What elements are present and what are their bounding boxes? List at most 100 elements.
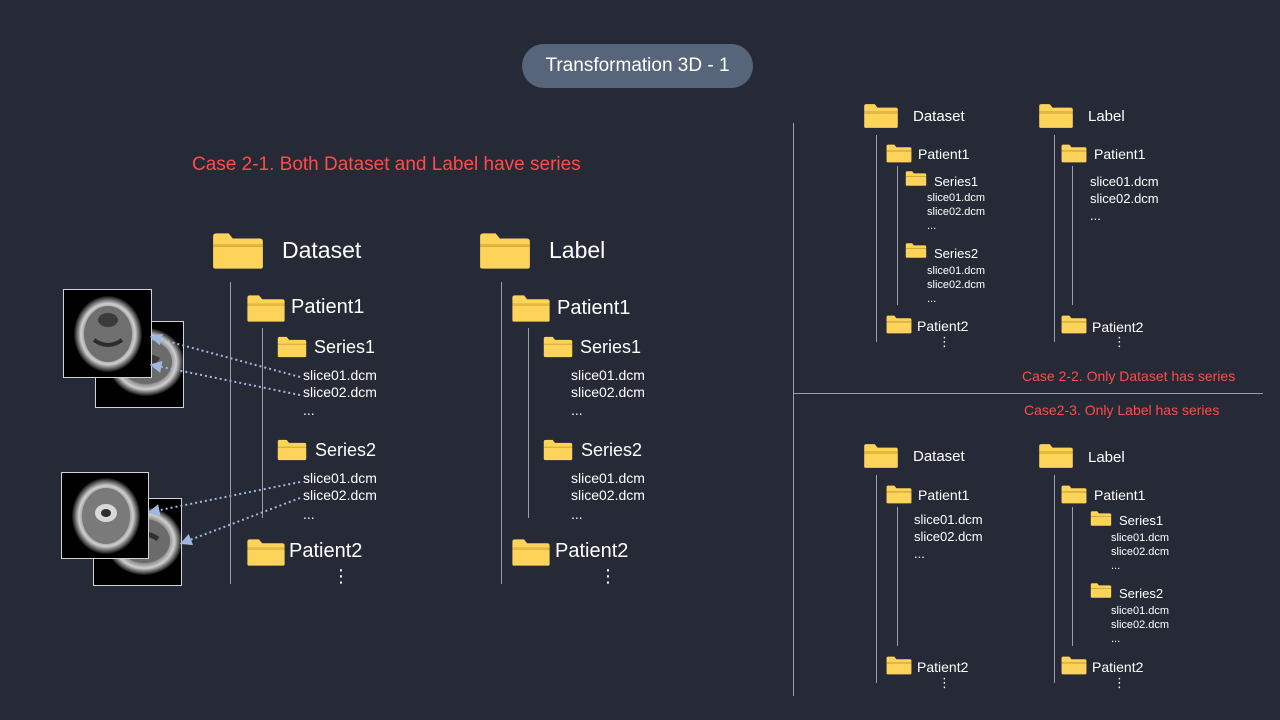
- series1-label: Series1: [934, 174, 979, 189]
- file-item: slice01.dcm: [927, 192, 986, 204]
- file-item: slice01.dcm: [303, 367, 377, 383]
- more-indicator: ⋮: [938, 334, 951, 349]
- tree-line: [1054, 475, 1055, 683]
- patient1-label: Patient1: [1094, 146, 1146, 162]
- patient1-label: Patient1: [291, 296, 365, 318]
- dotted-arrow: [147, 481, 301, 517]
- folder-icon: [210, 230, 266, 272]
- tree-line: [876, 475, 877, 683]
- patient2-label: Patient2: [1092, 319, 1144, 335]
- folder-icon: [1060, 314, 1088, 335]
- dataset-label: Dataset: [913, 108, 965, 125]
- tree-line: [1072, 507, 1073, 646]
- file-item: slice01.dcm: [303, 470, 377, 486]
- folder-icon: [885, 655, 913, 676]
- more-indicator: ⋮: [1113, 334, 1126, 349]
- case23-title: Case2-3. Only Label has series: [1024, 402, 1220, 418]
- case21-title: Case 2-1. Both Dataset and Label have se…: [192, 154, 581, 175]
- dataset-label: Dataset: [282, 237, 362, 263]
- tree-line: [1054, 135, 1055, 342]
- label-label: Label: [1088, 449, 1125, 466]
- file-item: slice02.dcm: [927, 206, 986, 218]
- file-item: slice02.dcm: [927, 279, 986, 291]
- file-item: slice01.dcm: [927, 265, 986, 277]
- label-label: Label: [549, 237, 606, 263]
- panel-divider: [793, 123, 794, 696]
- folder-icon: [862, 102, 900, 130]
- folder-icon: [276, 335, 308, 359]
- file-item: slice02.dcm: [303, 384, 377, 400]
- dotted-arrow: [149, 361, 301, 396]
- label-label: Label: [1088, 108, 1125, 125]
- case22-title: Case 2-2. Only Dataset has series: [1022, 368, 1236, 384]
- folder-icon: [245, 293, 287, 324]
- panel-divider: [793, 393, 1263, 394]
- folder-icon: [477, 230, 533, 272]
- file-item: slice02.dcm: [1111, 546, 1170, 558]
- file-item: slice01.dcm: [1090, 174, 1159, 189]
- patient2-label: Patient2: [917, 659, 969, 675]
- series1-label: Series1: [1119, 513, 1164, 528]
- file-item: slice01.dcm: [571, 470, 645, 486]
- series2-label: Series2: [581, 440, 643, 460]
- file-item: ...: [927, 293, 937, 305]
- title-pill: Transformation 3D - 1: [522, 44, 753, 88]
- folder-icon: [245, 537, 287, 568]
- folder-icon: [1060, 484, 1088, 505]
- folder-icon: [862, 442, 900, 470]
- tree-line: [230, 282, 231, 584]
- folder-icon: [904, 170, 928, 187]
- series2-label: Series2: [1119, 586, 1164, 601]
- patient1-label: Patient1: [557, 297, 631, 319]
- dotted-arrow: [149, 333, 301, 378]
- file-item: slice02.dcm: [1090, 191, 1159, 206]
- mri-slice-image: [63, 289, 152, 378]
- patient1-label: Patient1: [918, 146, 970, 162]
- file-item: slice02.dcm: [1111, 619, 1170, 631]
- file-item: ...: [914, 546, 925, 561]
- file-item: ...: [571, 402, 583, 418]
- series1-label: Series1: [314, 337, 376, 357]
- file-item: ...: [303, 402, 315, 418]
- folder-icon: [1037, 442, 1075, 470]
- file-item: ...: [1090, 208, 1101, 223]
- folder-icon: [276, 438, 308, 462]
- patient2-label: Patient2: [917, 318, 969, 334]
- file-item: ...: [1111, 560, 1121, 572]
- patient1-label: Patient1: [1094, 487, 1146, 503]
- folder-icon: [1089, 582, 1113, 599]
- more-indicator: ⋮: [938, 675, 951, 690]
- folder-icon: [904, 242, 928, 259]
- file-item: ...: [303, 506, 315, 522]
- more-indicator: ⋮: [1113, 675, 1126, 690]
- tree-line: [876, 135, 877, 342]
- page-title: Transformation 3D - 1: [545, 55, 730, 76]
- folder-icon: [510, 537, 552, 568]
- patient2-label: Patient2: [1092, 659, 1144, 675]
- file-item: slice01.dcm: [1111, 605, 1170, 617]
- file-item: slice02.dcm: [571, 384, 645, 400]
- file-item: ...: [1111, 633, 1121, 645]
- folder-icon: [1089, 510, 1113, 527]
- file-item: slice01.dcm: [1111, 532, 1170, 544]
- tree-line: [897, 507, 898, 646]
- patient1-label: Patient1: [918, 487, 970, 503]
- folder-icon: [1060, 143, 1088, 164]
- mri-slice-image: [61, 472, 149, 559]
- folder-icon: [542, 335, 574, 359]
- tree-line: [262, 328, 263, 518]
- folder-icon: [510, 293, 552, 324]
- series1-label: Series1: [580, 337, 642, 357]
- folder-icon: [885, 314, 913, 335]
- tree-line: [528, 328, 529, 518]
- more-indicator: ⋮: [332, 566, 350, 586]
- folder-icon: [1037, 102, 1075, 130]
- tree-line: [1072, 166, 1073, 305]
- folder-icon: [885, 484, 913, 505]
- folder-icon: [885, 143, 913, 164]
- patient2-label: Patient2: [555, 540, 629, 562]
- more-indicator: ⋮: [599, 566, 617, 586]
- file-item: slice02.dcm: [303, 487, 377, 503]
- tree-line: [897, 166, 898, 305]
- dataset-label: Dataset: [913, 448, 965, 465]
